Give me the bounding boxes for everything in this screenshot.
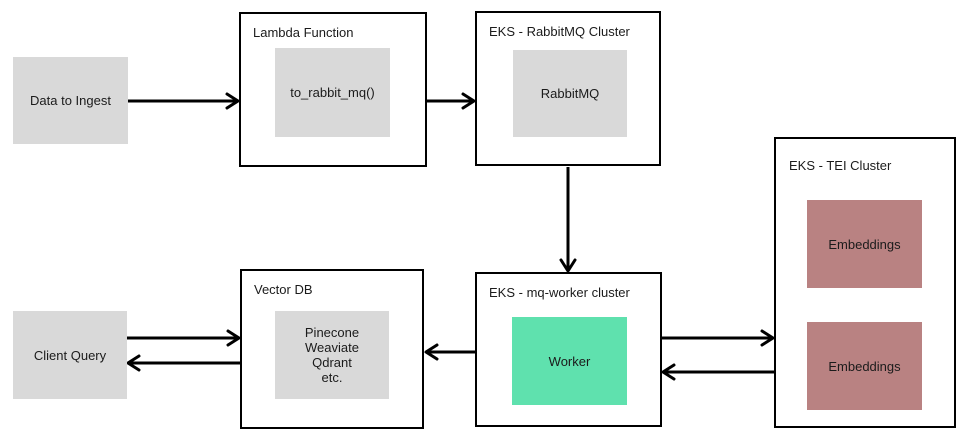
- node-client-query-label: Client Query: [33, 347, 107, 363]
- node-rabbitmq: RabbitMQ: [513, 50, 627, 137]
- container-lambda-function-title: Lambda Function: [253, 25, 354, 40]
- container-eks-mq-worker-cluster: EKS - mq-worker cluster Worker: [475, 272, 662, 427]
- container-eks-rabbitmq-cluster-title: EKS - RabbitMQ Cluster: [489, 24, 630, 39]
- container-eks-tei-cluster-title: EKS - TEI Cluster: [789, 158, 892, 173]
- node-client-query: Client Query: [13, 311, 127, 399]
- node-to-rabbit-mq-label: to_rabbit_mq(): [290, 85, 375, 100]
- node-vector-db-options: Pinecone Weaviate Qdrant etc.: [275, 311, 389, 399]
- vector-db-line-etc: etc.: [321, 370, 343, 385]
- node-worker: Worker: [512, 317, 627, 405]
- node-embeddings-bottom: Embeddings: [807, 322, 922, 410]
- container-vector-db-title: Vector DB: [254, 282, 313, 297]
- node-vector-db-options-label: Pinecone Weaviate Qdrant etc.: [305, 325, 359, 385]
- vector-db-line-weaviate: Weaviate: [305, 340, 359, 355]
- container-eks-mq-worker-cluster-title: EKS - mq-worker cluster: [489, 285, 630, 300]
- container-eks-tei-cluster: EKS - TEI Cluster Embeddings Embeddings: [774, 137, 956, 428]
- node-data-to-ingest-label: Data to Ingest: [30, 93, 111, 108]
- node-embeddings-top: Embeddings: [807, 200, 922, 288]
- node-data-to-ingest: Data to Ingest: [13, 57, 128, 144]
- vector-db-line-pinecone: Pinecone: [304, 325, 360, 340]
- container-lambda-function: Lambda Function to_rabbit_mq(): [239, 12, 427, 167]
- vector-db-line-qdrant: Qdrant: [312, 355, 352, 370]
- node-embeddings-bottom-label: Embeddings: [828, 358, 901, 374]
- container-vector-db: Vector DB Pinecone Weaviate Qdrant etc.: [240, 269, 424, 429]
- container-eks-rabbitmq-cluster: EKS - RabbitMQ Cluster RabbitMQ: [475, 11, 661, 166]
- node-rabbitmq-label: RabbitMQ: [540, 86, 600, 101]
- node-to-rabbit-mq: to_rabbit_mq(): [275, 48, 390, 137]
- node-embeddings-top-label: Embeddings: [828, 236, 901, 252]
- node-worker-label: Worker: [548, 353, 591, 369]
